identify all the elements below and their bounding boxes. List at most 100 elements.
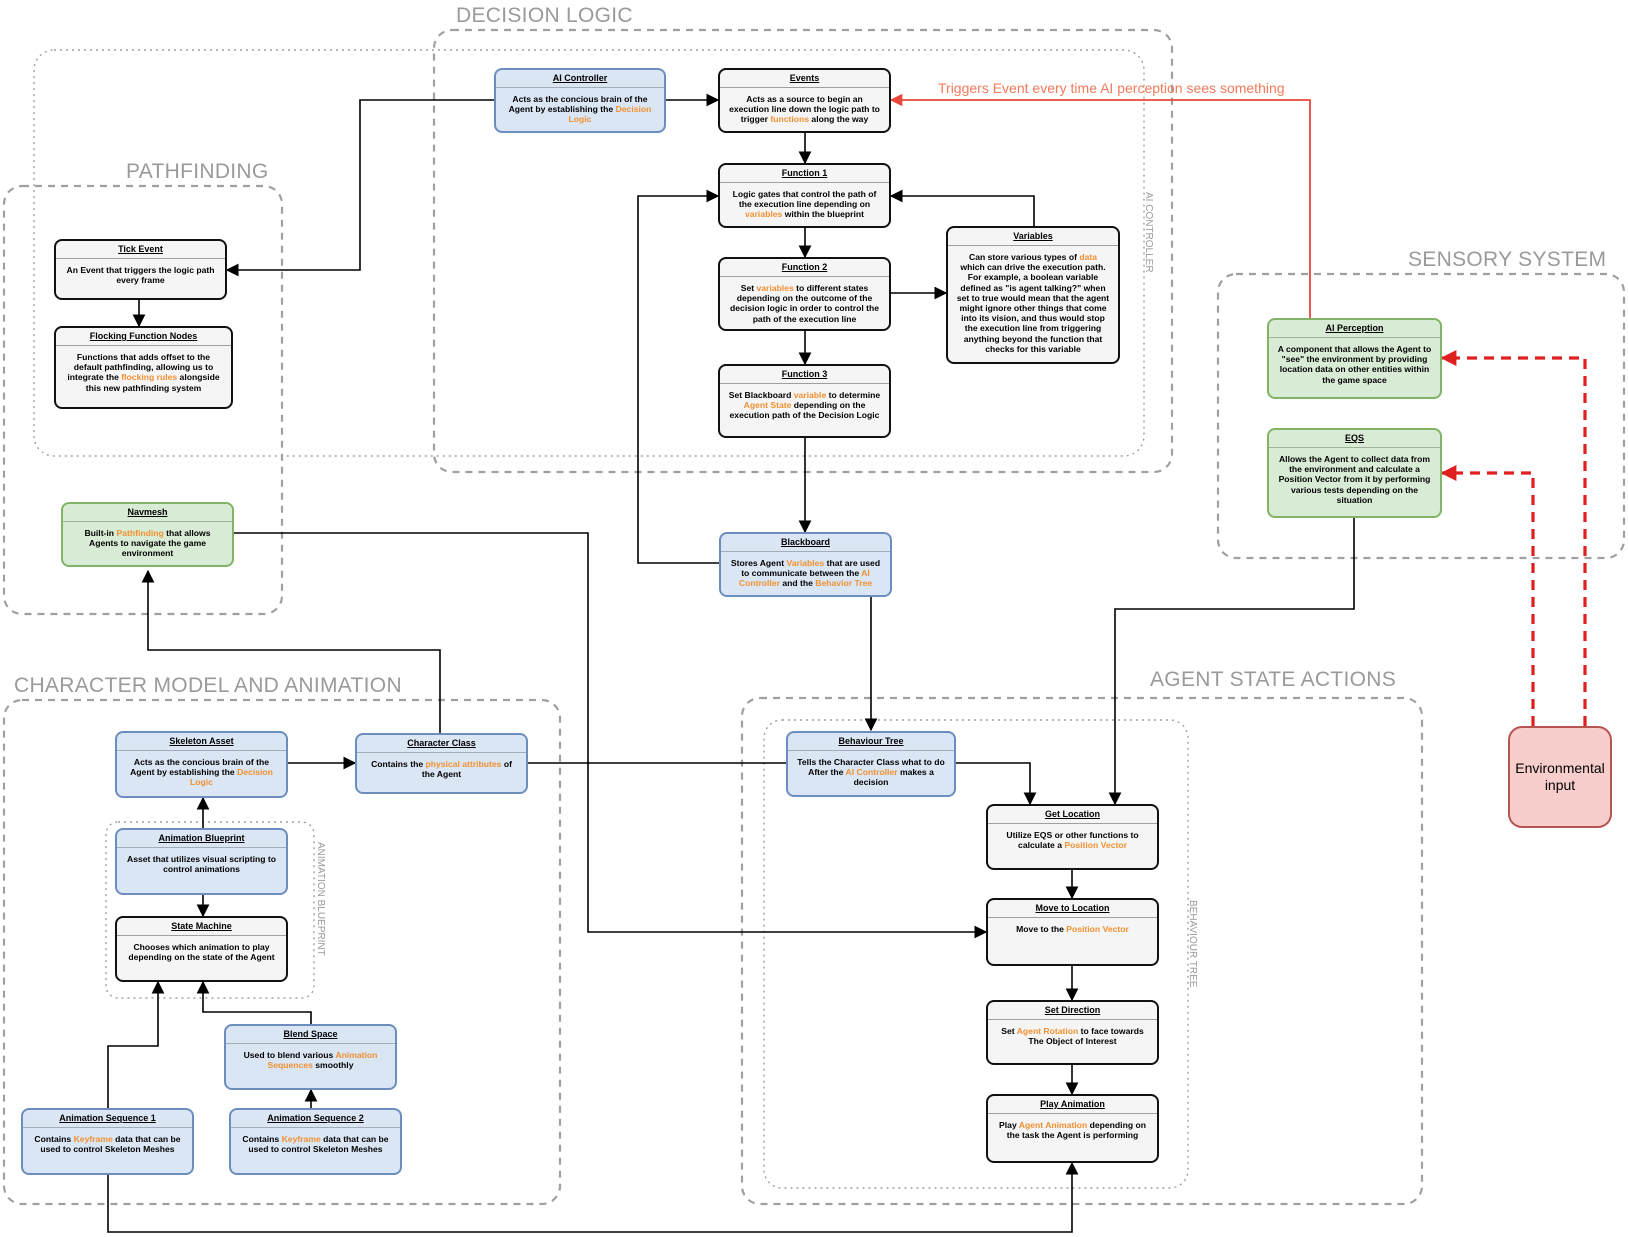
edge-navmesh-move — [234, 532, 988, 939]
node-body: Functions that adds offset to the defaul… — [56, 346, 231, 393]
node-body-highlight: variables — [745, 209, 783, 220]
node-body-highlight: Decision Logic — [568, 104, 652, 125]
node-body-highlight: Keyframe — [73, 1134, 113, 1144]
environmental-input-node[interactable]: Environmental input — [1508, 726, 1612, 828]
node-body-highlight: AI Controller — [845, 767, 898, 778]
node-title: Animation Sequence 1 — [23, 1110, 192, 1128]
node-body: Allows the Agent to collect data from th… — [1269, 448, 1440, 505]
node-body: An Event that triggers the logic path ev… — [56, 259, 225, 285]
edge-seq1-playanimation — [107, 1161, 1079, 1233]
node-body-text: and the — [779, 578, 816, 589]
node-title: Function 2 — [720, 259, 889, 277]
node-body-text: along the way — [809, 114, 869, 125]
node-body-text: Utilize EQS or other functions to calcul… — [1006, 830, 1139, 851]
environmental-input-label: Environmental input — [1515, 760, 1605, 793]
node-body: Stores Agent Variables that are used to … — [721, 552, 890, 589]
node-body-text: Can store various types of — [969, 252, 1080, 262]
node-body: Acts as a source to begin an execution l… — [720, 88, 889, 125]
node-body-text: makes a decision — [853, 767, 934, 788]
node-title: Tick Event — [56, 241, 225, 259]
node-body-text: Functions that adds offset to the defaul… — [67, 352, 214, 383]
node-title: Animation Sequence 2 — [231, 1110, 400, 1128]
node-body-text: Tells the Character Class what to do Aft… — [797, 757, 945, 778]
subgroup-containers — [33, 49, 1189, 1189]
node-body-text: Logic gates that control the path of the… — [732, 189, 877, 210]
node-body: A component that allows the Agent to "se… — [1269, 338, 1440, 385]
node-body: Play Agent Animation depending on the ta… — [988, 1114, 1157, 1140]
node-body-text: to determine — [826, 390, 881, 400]
node-body-highlight: Behavior Tree — [815, 578, 873, 589]
node-body: Contains Keyframe data that can be used … — [231, 1128, 400, 1154]
node-body: Asset that utilizes visual scripting to … — [117, 848, 286, 874]
node-body-text: that allows Agents to navigate the game … — [89, 528, 211, 559]
node-body-highlight: Variables — [786, 558, 825, 568]
node-body-text: Built-in — [84, 528, 117, 538]
node-body-highlight: data — [1079, 252, 1097, 262]
node-body-text: depending on the task the Agent is perfo… — [1006, 1120, 1146, 1141]
node-body: Set variables to different states depend… — [720, 277, 889, 324]
node-body-highlight: variable — [793, 390, 827, 400]
node-body-text: Contains — [34, 1134, 74, 1144]
node-title: Set Direction — [988, 1002, 1157, 1020]
edge-bt-getlocation — [956, 762, 1037, 806]
subgroup-ai-controller — [33, 49, 1145, 457]
edge-character-navmesh — [141, 569, 441, 733]
subgroup-title-ai-controller: AI CONTROLLER — [1143, 192, 1154, 273]
node-body-text: Acts as the concious brain of the Agent … — [130, 757, 270, 778]
group-pathfinding — [2, 184, 284, 616]
node-title: Blend Space — [226, 1026, 395, 1044]
environmental-edges — [1440, 350, 1587, 726]
node-body-text: A component that allows the Agent to "se… — [1277, 344, 1432, 385]
node-body: Move to the Position Vector — [988, 918, 1157, 934]
node-body-highlight: flocking rules — [121, 372, 178, 383]
node-body: Chooses which animation to play dependin… — [117, 936, 286, 962]
node-body-text: depending on the execution path of the D… — [729, 400, 880, 421]
node-body-text: Play — [999, 1120, 1019, 1130]
edge-variables-f1 — [889, 189, 1035, 226]
node-body-text: Asset that utilizes visual scripting to … — [127, 854, 276, 875]
node-body-highlight: Animation Sequences — [267, 1050, 378, 1071]
node-body-highlight: Decision Logic — [190, 767, 273, 788]
node-body-text: to different states depending on the out… — [730, 283, 879, 324]
node-body-highlight: Keyframe — [281, 1134, 321, 1144]
node-title: Function 3 — [720, 366, 889, 384]
node-body-highlight: Position Vector — [1066, 924, 1129, 934]
node-title: Blackboard — [721, 534, 890, 552]
node-body-text: within the blueprint — [782, 209, 864, 220]
subgroup-title-behaviour-tree: BEHAVIOUR TREE — [1187, 900, 1198, 988]
node-body-highlight: Agent Animation — [1018, 1120, 1088, 1130]
node-body: Tells the Character Class what to do Aft… — [788, 751, 954, 788]
edge-perception-events — [889, 93, 1311, 318]
node-body: Contains the physical attributes of the … — [357, 753, 526, 779]
edge-blackboard-f1 — [637, 189, 720, 564]
node-body-text: Acts as the concious brain of the Agent … — [508, 94, 648, 115]
node-title: AI Controller — [496, 70, 664, 88]
group-title-decision-logic: DECISION LOGIC — [456, 4, 633, 27]
node-body: Set Blackboard variable to determine Age… — [720, 384, 889, 421]
node-body-text: which can drive the execution path. For … — [956, 262, 1110, 354]
